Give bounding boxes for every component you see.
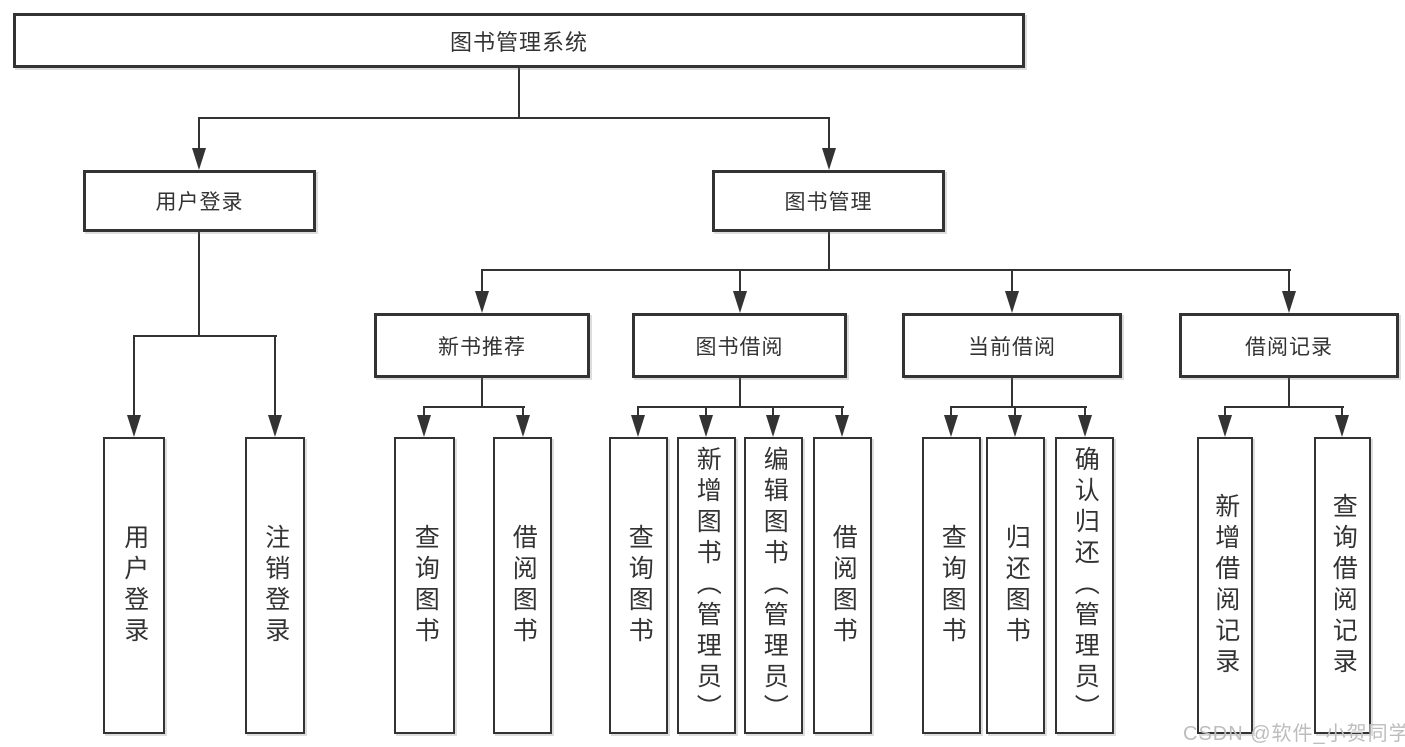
connector-leaf-drop (1224, 406, 1226, 417)
connector-borrow-rail (637, 406, 844, 408)
connector-level2-rail (198, 117, 830, 119)
leaf-label: 借阅图书 (509, 523, 538, 648)
connector-leaf-drop (1084, 406, 1086, 417)
node-book-borrowing: 图书借阅 (632, 313, 847, 378)
connector-leaf-drop (841, 406, 843, 417)
arrow-down-icon (1078, 415, 1092, 437)
leaf-add-books-admin: 新增图书（管理员） (677, 437, 736, 734)
node-label: 当前借阅 (968, 335, 1056, 359)
connector-leaf-drop (423, 406, 425, 417)
node-label: 图书管理 (784, 191, 873, 214)
connector-leaf-drop (133, 335, 135, 417)
connector-new-book-stem (481, 378, 483, 408)
leaf-label: 查询图书 (411, 523, 440, 648)
leaf-label: 借阅图书 (829, 523, 858, 648)
connector-book-mgmt-drop (828, 117, 830, 150)
connector-new-book-drop (481, 269, 483, 293)
connector-leaf-drop (522, 406, 524, 417)
leaf-user-login: 用户登录 (103, 437, 165, 734)
leaf-label: 新增借阅记录 (1211, 492, 1240, 679)
leaf-label: 用户登录 (120, 523, 149, 648)
arrow-down-icon (1282, 291, 1296, 313)
leaf-query-books-current: 查询图书 (922, 437, 981, 734)
connector-new-book-rail (423, 406, 525, 408)
connector-leaf-drop (705, 406, 707, 417)
connector-borrow-drop (739, 269, 741, 293)
leaf-return-books: 归还图书 (986, 437, 1045, 734)
arrow-down-icon (417, 415, 431, 437)
connector-borrow-stem (739, 378, 741, 408)
leaf-label: 查询借阅记录 (1329, 492, 1358, 679)
arrow-down-icon (944, 415, 958, 437)
arrow-down-icon (631, 415, 645, 437)
leaf-label: 注销登录 (261, 523, 290, 648)
leaf-add-borrow-record: 新增借阅记录 (1197, 437, 1253, 734)
arrow-down-icon (1335, 415, 1349, 437)
connector-leaf-drop (1014, 406, 1016, 417)
connector-records-drop (1288, 269, 1290, 293)
arrow-down-icon (835, 415, 849, 437)
arrow-down-icon (1008, 415, 1022, 437)
connector-leaf-drop (637, 406, 639, 417)
connector-user-login-stem (198, 232, 200, 337)
connector-leaf-drop (772, 406, 774, 417)
leaf-label: 归还图书 (1002, 523, 1031, 648)
connector-user-login-drop (198, 117, 200, 150)
arrow-down-icon (1218, 415, 1232, 437)
leaf-query-books-borrow: 查询图书 (609, 437, 668, 734)
connector-current-rail (950, 406, 1087, 408)
node-user-login: 用户登录 (83, 170, 316, 232)
node-label: 图书管理系统 (449, 29, 588, 55)
connector-leaf-drop (950, 406, 952, 417)
arrow-down-icon (699, 415, 713, 437)
node-library-management-system: 图书管理系统 (13, 13, 1025, 68)
connector-leaf-drop (274, 335, 276, 417)
connector-current-stem (1011, 378, 1013, 408)
leaf-label: 新增图书（管理员） (693, 446, 722, 725)
node-label: 新书推荐 (438, 335, 526, 359)
node-label: 图书借阅 (695, 335, 784, 359)
leaf-borrow-books: 借阅图书 (813, 437, 872, 734)
arrow-down-icon (268, 415, 282, 437)
arrow-down-icon (1005, 291, 1019, 313)
leaf-label: 确认归还（管理员） (1071, 446, 1100, 725)
connector-level3-rail (481, 269, 1291, 271)
node-borrowing-records: 借阅记录 (1179, 313, 1399, 378)
node-current-borrowing: 当前借阅 (902, 313, 1122, 378)
connector-root-stem (518, 68, 520, 118)
leaf-label: 编辑图书（管理员） (760, 446, 789, 725)
arrow-down-icon (822, 148, 836, 170)
node-new-book-recommend: 新书推荐 (374, 313, 590, 378)
node-label: 借阅记录 (1245, 335, 1333, 359)
arrow-down-icon (475, 291, 489, 313)
connector-user-login-rail (133, 335, 277, 337)
leaf-edit-books-admin: 编辑图书（管理员） (744, 437, 803, 734)
leaf-borrow-books-recommend: 借阅图书 (493, 437, 552, 734)
leaf-label: 查询图书 (938, 523, 967, 648)
connector-book-mgmt-stem (828, 232, 830, 271)
csdn-watermark: CSDN @软件_小贺同学 (1183, 723, 1405, 745)
leaf-logout: 注销登录 (245, 437, 305, 734)
node-label: 用户登录 (155, 191, 244, 214)
connector-records-rail (1224, 406, 1344, 408)
leaf-query-borrow-record: 查询借阅记录 (1314, 437, 1371, 734)
arrow-down-icon (516, 415, 530, 437)
node-book-management: 图书管理 (712, 170, 945, 232)
leaf-confirm-return-admin: 确认归还（管理员） (1055, 437, 1114, 734)
connector-records-stem (1288, 378, 1290, 408)
arrow-down-icon (766, 415, 780, 437)
leaf-query-books-recommend: 查询图书 (394, 437, 455, 734)
connector-current-drop (1011, 269, 1013, 293)
arrow-down-icon (127, 415, 141, 437)
arrow-down-icon (733, 291, 747, 313)
arrow-down-icon (192, 148, 206, 170)
leaf-label: 查询图书 (625, 523, 654, 648)
connector-leaf-drop (1341, 406, 1343, 417)
